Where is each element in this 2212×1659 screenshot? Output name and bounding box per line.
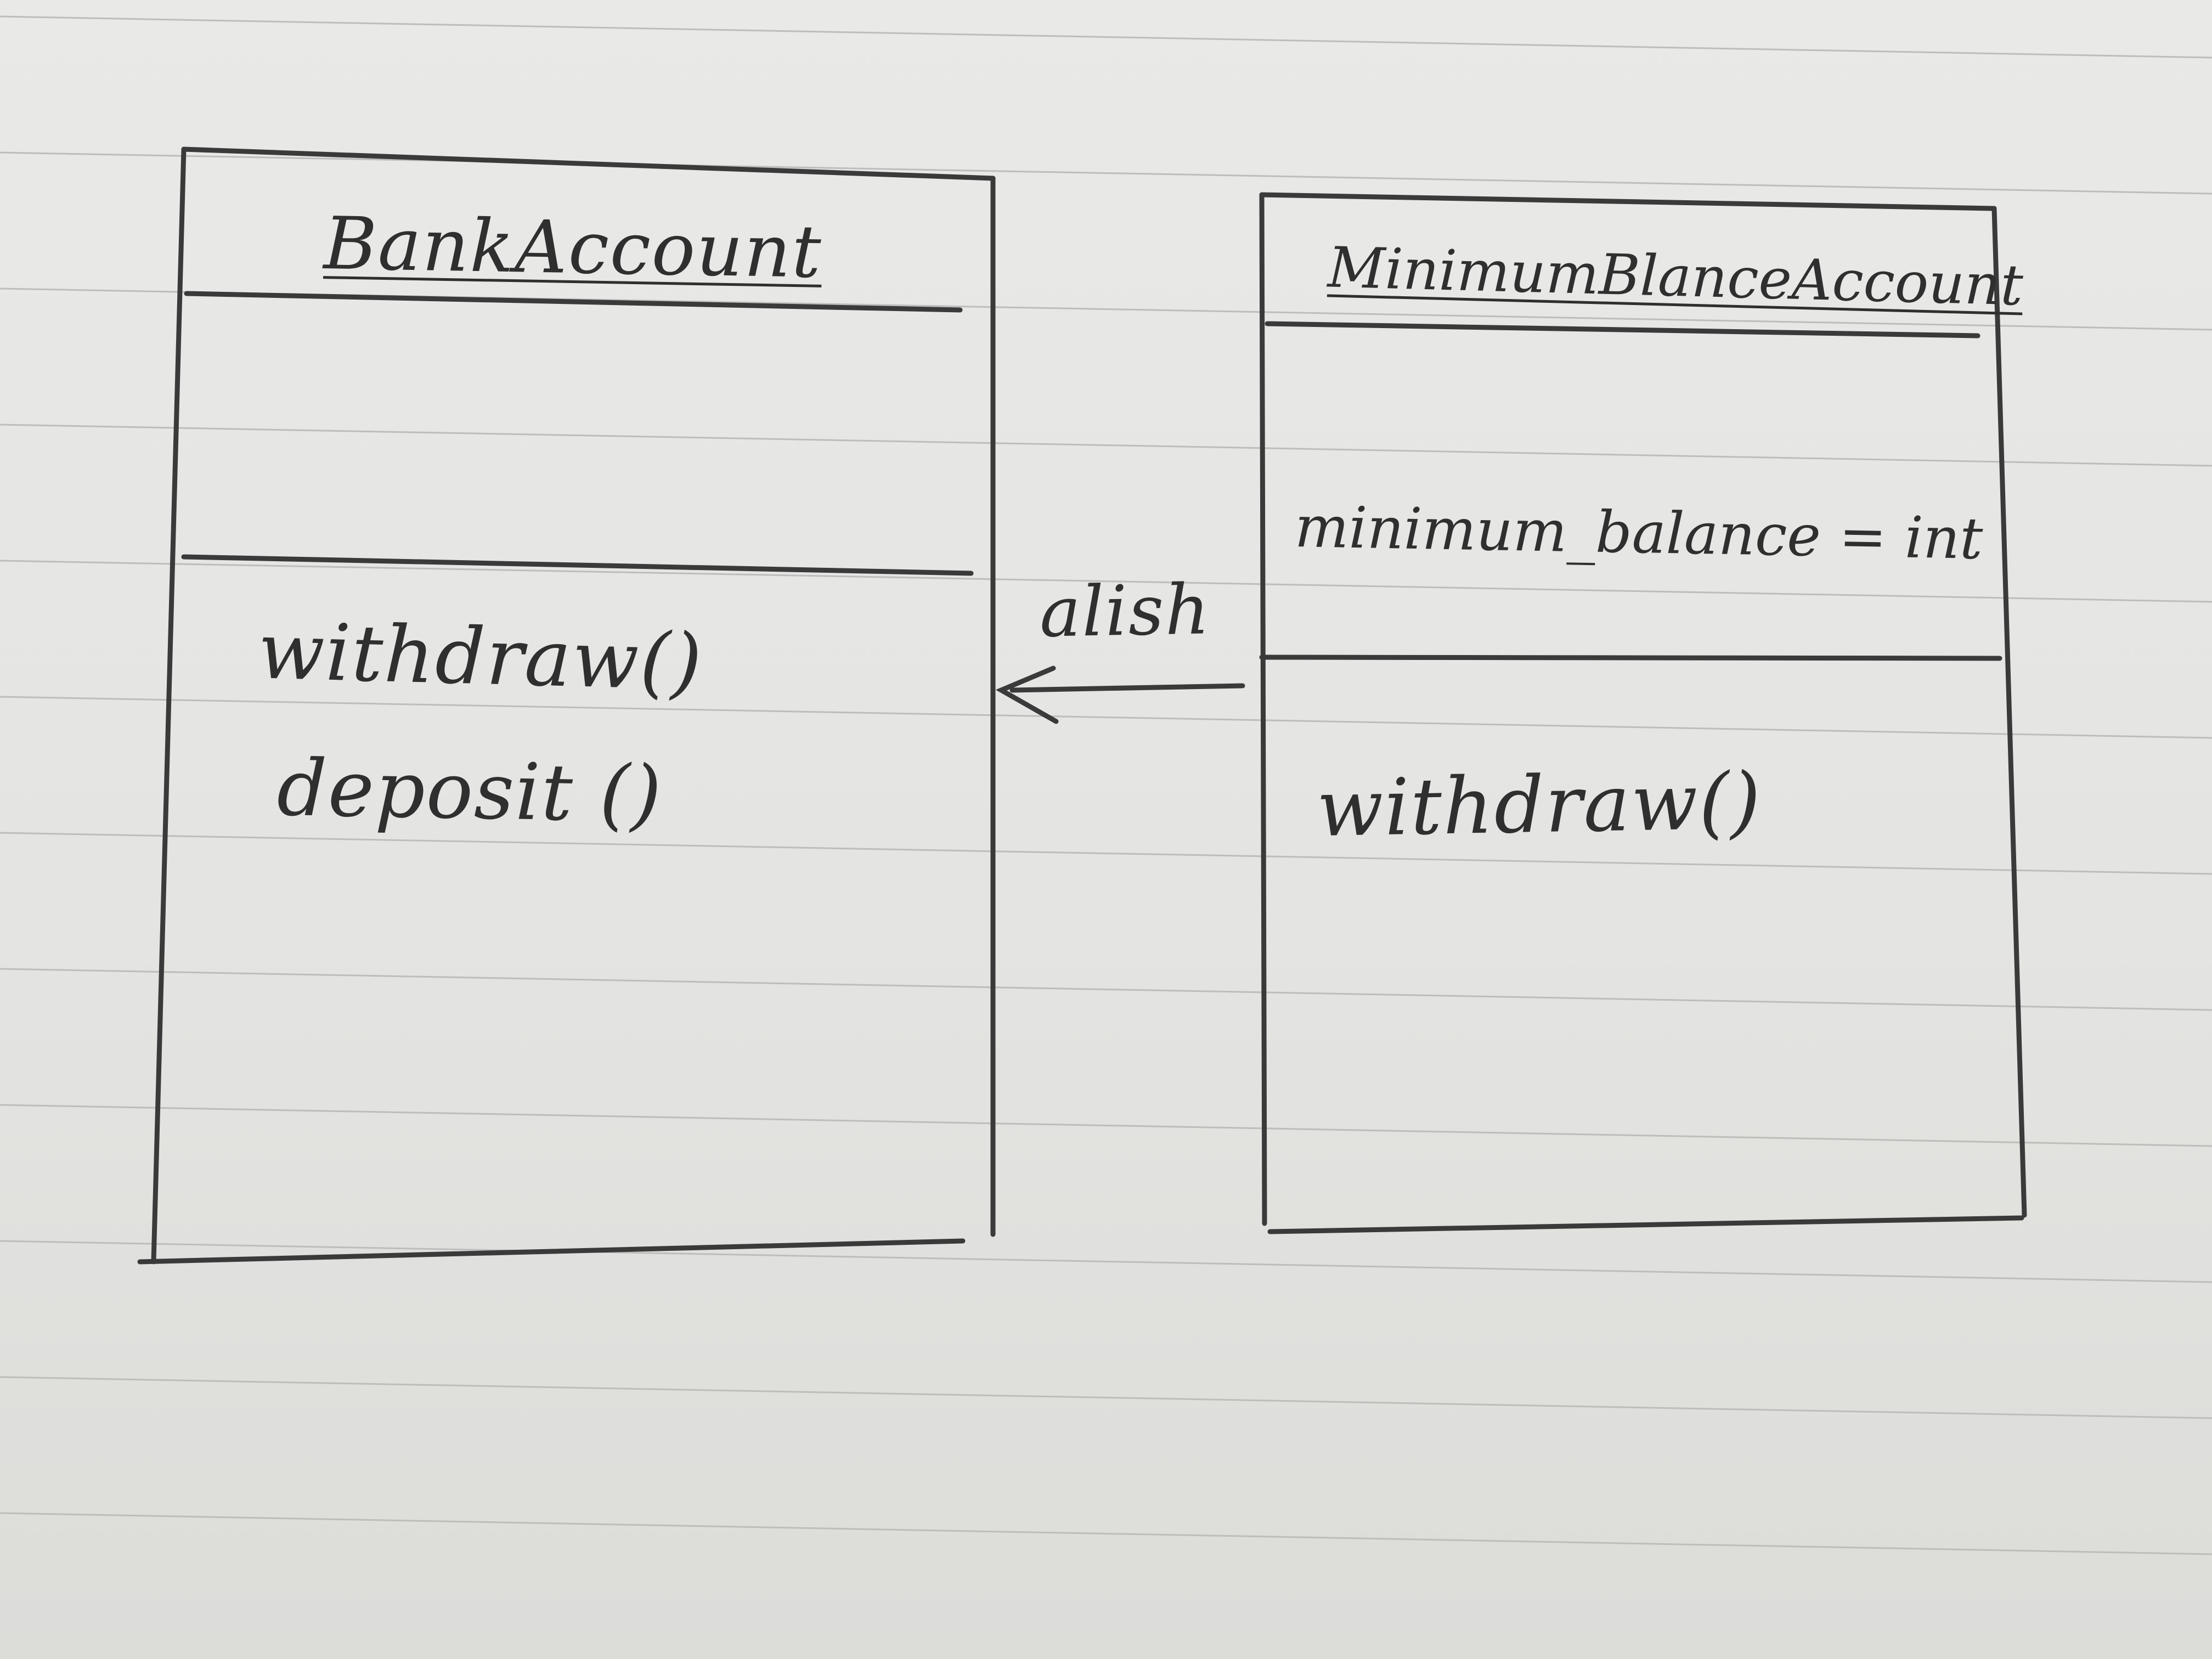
relationship-label: alish [1039, 569, 1211, 653]
minimumblanceaccount-class-box [1259, 192, 2027, 1234]
rule-line [0, 560, 2212, 603]
rule-line [0, 696, 2212, 739]
rule-line [0, 1240, 2212, 1283]
bankaccount-class-name: BankAccount [323, 201, 823, 295]
rule-line [0, 1104, 2212, 1147]
bankaccount-name-divider [184, 291, 963, 313]
rule-line [0, 151, 2212, 195]
rule-line [0, 832, 2212, 875]
rule-line [0, 1512, 2212, 1555]
bankaccount-class-box [137, 146, 996, 1265]
rule-line [0, 15, 2212, 59]
rule-line [0, 1376, 2212, 1419]
minimumblanceaccount-attribute-minimum-balance: minimum_balance = int [1294, 493, 1984, 572]
bankaccount-method-deposit: deposit () [276, 742, 664, 840]
minimumblanceaccount-name-divider [1265, 321, 1980, 338]
rule-line [0, 424, 2212, 467]
diagram-lines [137, 146, 2027, 1265]
minimumblanceaccount-method-withdraw: withdraw() [1316, 755, 1763, 855]
bankaccount-method-withdraw: withdraw() [256, 606, 704, 708]
rule-line [0, 968, 2212, 1011]
minimumblanceaccount-attribute-divider [1259, 654, 2002, 661]
relationship-arrow [995, 665, 1245, 724]
bankaccount-attribute-divider [181, 554, 974, 576]
